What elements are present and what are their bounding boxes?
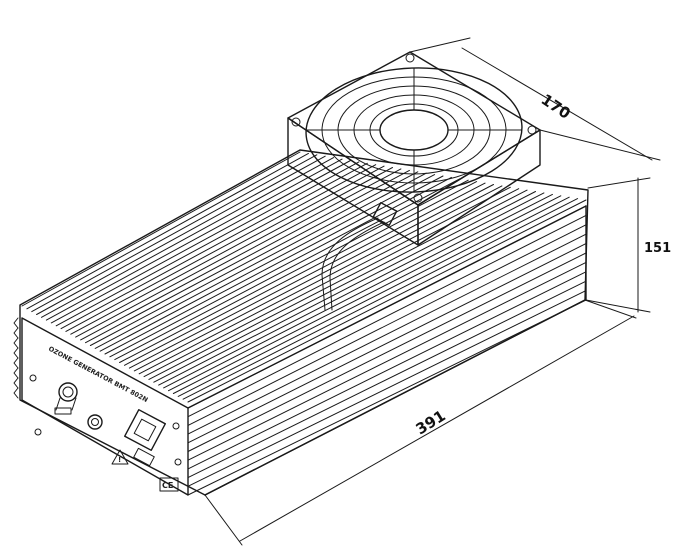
ce-mark-icon xyxy=(159,477,179,492)
front-panel xyxy=(21,317,189,496)
power-socket-icon xyxy=(124,409,166,451)
heatsink-fins xyxy=(13,151,587,496)
svg-text:!: ! xyxy=(118,456,121,464)
fan-hub-icon xyxy=(379,109,449,151)
dimension-length: 391 xyxy=(413,407,449,439)
dimension-height: 151 xyxy=(644,241,671,256)
front-panel-title: OZONE GENERATOR BMT 802N xyxy=(47,345,149,404)
fan-guard-icon xyxy=(305,67,523,193)
adjust-knob-icon xyxy=(58,382,78,402)
dimension-lines xyxy=(204,37,661,546)
dimension-width: 170 xyxy=(538,90,574,122)
warning-icon xyxy=(111,449,129,465)
ce-mark: CE xyxy=(162,481,173,490)
output-connector-icon xyxy=(87,414,103,430)
